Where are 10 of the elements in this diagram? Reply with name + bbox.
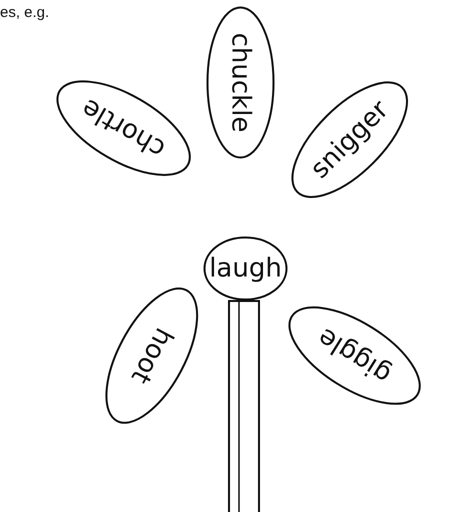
petal-ellipse [287,305,423,407]
petal-ellipse [55,78,193,178]
intro-text: es, e.g. [0,4,50,21]
center-ellipse [202,234,288,302]
word-label: laugh [208,253,282,283]
word-label: hoot [125,323,179,389]
word-label: chuckle [225,32,255,132]
petal-ellipse [290,80,410,200]
petal-ellipse [104,286,200,426]
petal-ellipse [204,4,276,160]
